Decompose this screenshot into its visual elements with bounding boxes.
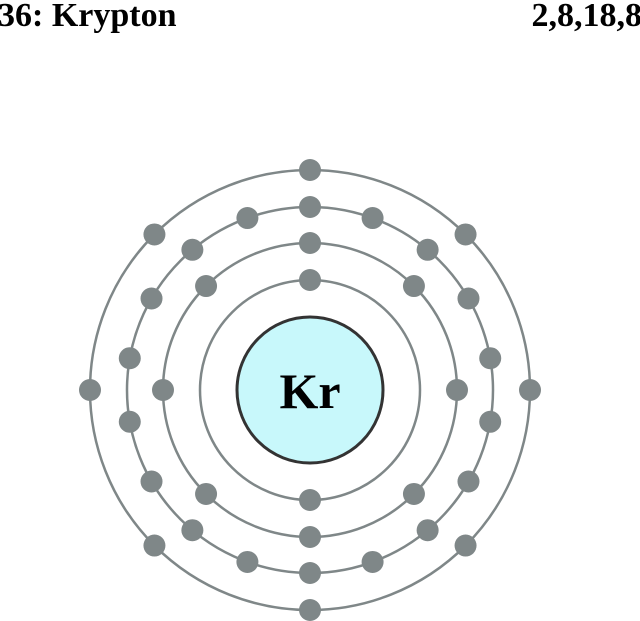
electron-shell-3	[416, 519, 439, 542]
electron-shell-3	[236, 550, 259, 573]
electrons	[79, 159, 541, 621]
electron-shell-2	[195, 482, 218, 505]
electron-shell-3	[236, 207, 259, 230]
electron-shell-2	[402, 482, 425, 505]
electron-shell-4	[79, 379, 101, 401]
electron-shell-3	[118, 347, 141, 370]
electron-shell-3	[361, 207, 384, 230]
nucleus	[235, 315, 385, 465]
electron-shell-3	[361, 550, 384, 573]
electron-shell-4	[299, 159, 321, 181]
nucleus-symbol: Kr	[279, 363, 340, 419]
electron-shell-3	[299, 562, 321, 584]
electron-shell-3	[457, 470, 480, 493]
electron-shell-2	[402, 275, 425, 298]
electron-shell-2	[446, 379, 468, 401]
electron-shell-3	[140, 470, 163, 493]
electron-shell-3	[479, 410, 502, 433]
electron-shell-3	[416, 238, 439, 261]
electron-shell-3	[181, 519, 204, 542]
electron-shell-3	[299, 196, 321, 218]
electron-shell-1	[299, 489, 321, 511]
electron-shell-4	[519, 379, 541, 401]
electron-shell-3	[140, 287, 163, 310]
electron-shell-4	[143, 534, 166, 557]
electron-shell-1	[299, 269, 321, 291]
electron-configuration: 2,8,18,8	[531, 0, 640, 34]
electron-shell-4	[454, 534, 477, 557]
electron-shell-3	[479, 347, 502, 370]
electron-shell-3	[118, 410, 141, 433]
electron-shell-4	[299, 599, 321, 621]
electron-shell-4	[454, 223, 477, 246]
electron-shell-2	[195, 275, 218, 298]
electron-shell-2	[299, 232, 321, 254]
element-title: 36: Krypton	[0, 0, 177, 34]
electron-shell-4	[143, 223, 166, 246]
electron-shell-3	[181, 238, 204, 261]
electron-shell-3	[457, 287, 480, 310]
electron-shell-2	[152, 379, 174, 401]
electron-shell-2	[299, 526, 321, 548]
